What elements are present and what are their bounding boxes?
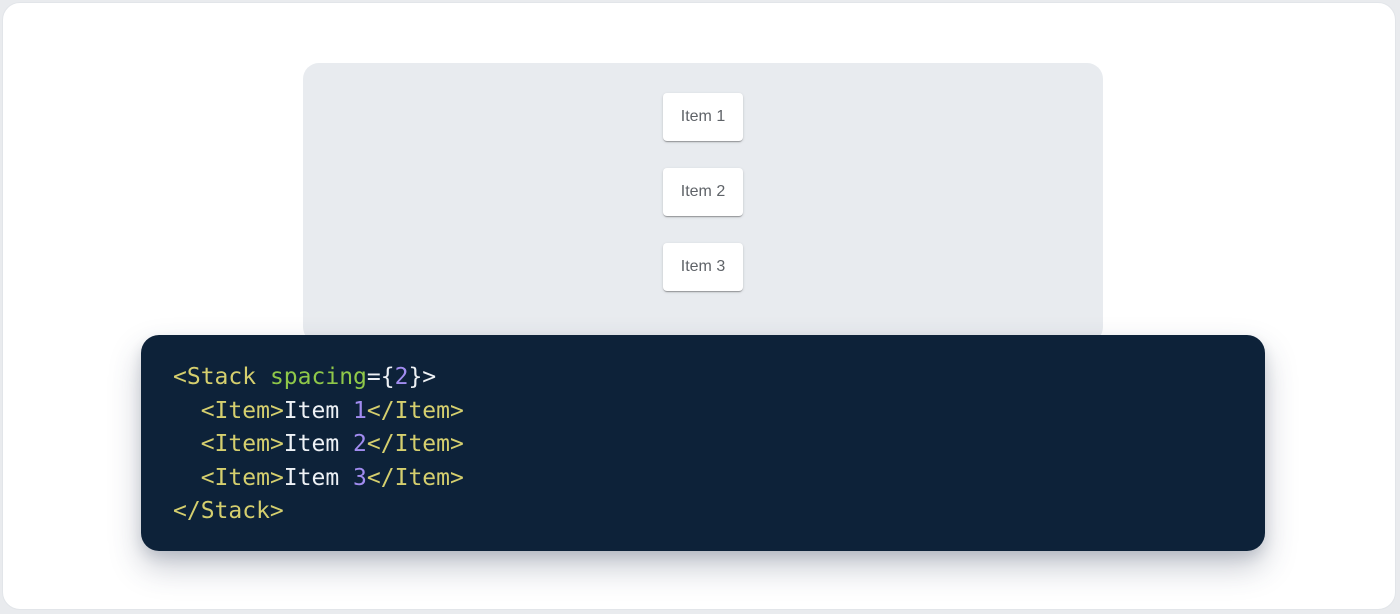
code-line: </Stack>: [173, 498, 284, 524]
stack-item-3: Item 3: [663, 243, 743, 291]
code-line: <Item>Item 2</Item>: [200, 431, 464, 457]
stack-demo-panel: Item 1 Item 2 Item 3: [303, 63, 1103, 343]
code-line: <Item>Item 3</Item>: [200, 464, 464, 491]
code-content: <Stack spacing={2}> <Item>Item 1</Item> …: [173, 361, 1233, 529]
stack-item-2: Item 2: [663, 168, 743, 216]
stack-item-1: Item 1: [663, 93, 743, 141]
code-block: <Stack spacing={2}> <Item>Item 1</Item> …: [141, 335, 1265, 551]
code-line: <Stack spacing={2}>: [173, 364, 437, 390]
code-line: <Item>Item 1</Item>: [200, 397, 464, 424]
